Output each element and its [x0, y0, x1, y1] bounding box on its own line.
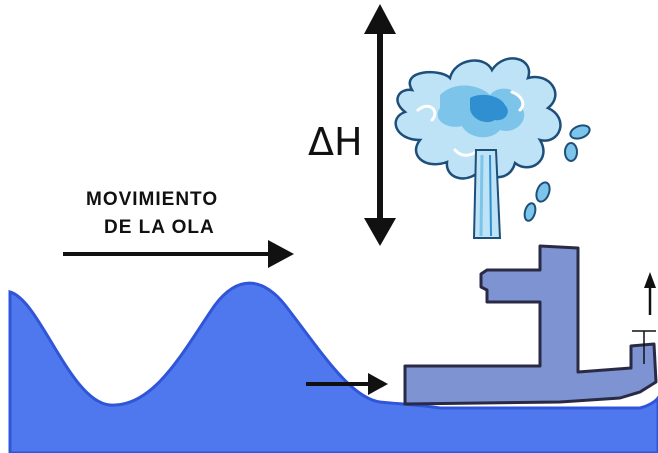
water-level-marker [632, 330, 656, 364]
wave-energy-device [403, 244, 658, 406]
height-double-arrow-icon [364, 4, 396, 246]
wave-motion-label-line2: DE LA OLA [104, 217, 215, 238]
wave-direction-arrow-icon [63, 240, 294, 268]
wave-motion-label-line1: MOVIMIENTO [86, 189, 218, 210]
head-difference-label: ΔH [308, 120, 363, 164]
water-splash-icon [394, 57, 591, 239]
ocean-wave [8, 281, 658, 453]
air-outlet-up-arrow-icon [644, 272, 656, 315]
inflow-arrow-icon [306, 373, 388, 395]
